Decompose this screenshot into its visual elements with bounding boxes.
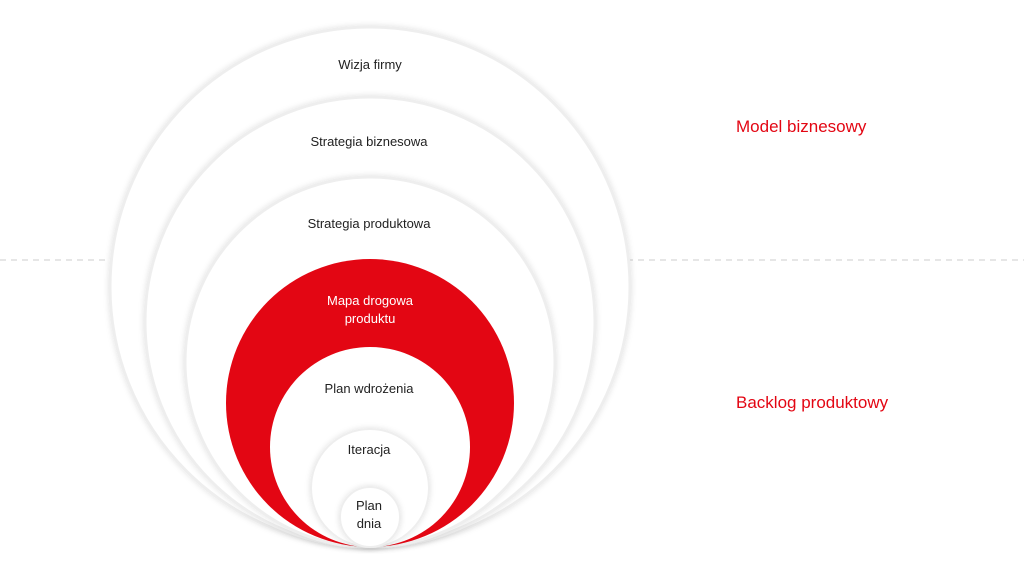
group-label-backlog-produktowy: Backlog produktowy [736,393,889,412]
label-mapa-drogowa: Mapa drogowa produktu [327,293,413,326]
label-strategia-produktowa: Strategia produktowa [307,216,431,231]
label-wizja-firmy: Wizja firmy [338,57,402,72]
group-label-model-biznesowy: Model biznesowy [736,117,867,136]
label-iteracja: Iteracja [347,442,391,457]
label-plan-wdrozenia: Plan wdrożenia [324,381,414,396]
label-strategia-biznesowa: Strategia biznesowa [310,134,428,149]
label-plan-dnia: Plan dnia [355,498,383,531]
circle-plan-dnia [339,486,401,548]
